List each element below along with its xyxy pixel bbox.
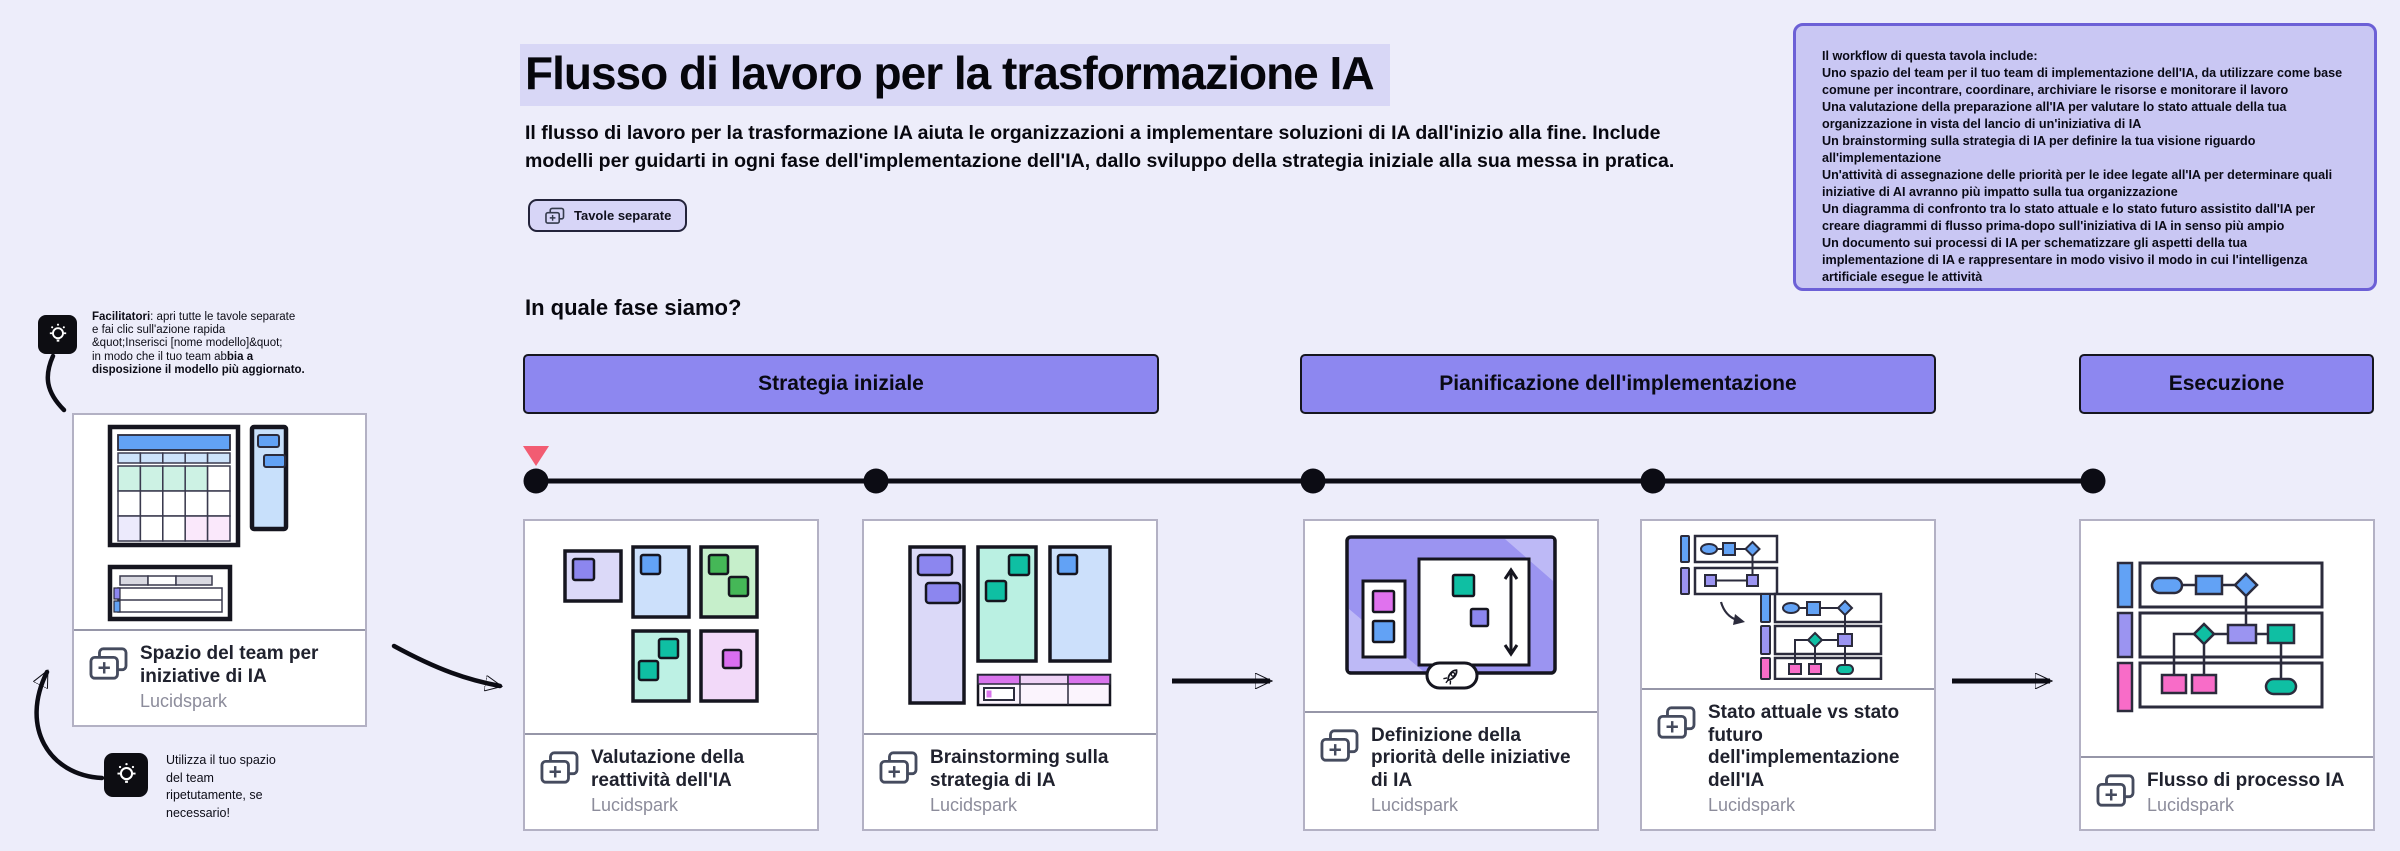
page-title-text: Flusso di lavoro per la trasformazione I… — [520, 44, 1390, 106]
page-title: Flusso di lavoro per la trasformazione I… — [520, 44, 1390, 106]
card-title: Stato attuale vs stato futuro dell'imple… — [1708, 702, 1900, 791]
card-subtitle: Lucidspark — [1708, 795, 1796, 815]
phase-question: In quale fase siamo? — [525, 295, 742, 320]
timeline-dot[interactable] — [2080, 468, 2106, 494]
template-card-brainstorming[interactable]: Brainstorming sulla strategia di IA Luci… — [862, 519, 1158, 831]
info-box-item: Un brainstorming sulla strategia di IA p… — [1822, 134, 2256, 165]
info-box-item: Un'attività di assegnazione delle priori… — [1822, 168, 2333, 199]
current-phase-marker[interactable] — [523, 446, 549, 466]
card-subtitle: Lucidspark — [591, 795, 679, 815]
team-space-card[interactable]: Spazio del team per iniziative di IA Luc… — [72, 413, 367, 727]
info-box-item: Un documento sui processi di IA per sche… — [1822, 236, 2308, 284]
workflow-info-box: Il workflow di questa tavola include: Un… — [1793, 23, 2377, 291]
facilitator-note-bold: disposizione il modello più aggiornato. — [92, 363, 305, 376]
facilitator-to-teamspace-connector — [45, 353, 67, 413]
card-label: Flusso di processo IA Lucidspark — [2081, 758, 2373, 829]
card-title: Brainstorming sulla strategia di IA — [930, 747, 1109, 791]
facilitator-note-text: e fai clic sull'azione rapida — [92, 324, 226, 337]
team-space-card-label: Spazio del team per iniziative di IA Luc… — [74, 631, 365, 725]
facilitator-note-bold: bia a — [226, 350, 254, 363]
template-icon — [545, 207, 565, 224]
facilitator-note-text: : apri tutte le tavole separate — [150, 311, 296, 323]
card-illustration-columns — [864, 521, 1156, 736]
card-subtitle: Lucidspark — [140, 691, 228, 711]
card-title: Flusso di processo IA — [2147, 769, 2345, 791]
card-label: Brainstorming sulla strategia di IA Luci… — [864, 735, 1156, 829]
card-illustration-before-after — [1642, 521, 1934, 691]
teamspace-to-card1-arrow — [391, 643, 500, 686]
team-space-illustration — [74, 415, 365, 632]
card-title: Valutazione della reattività dell'IA — [591, 747, 745, 791]
card-title: Definizione della priorità delle iniziat… — [1371, 724, 1571, 791]
template-card-flusso-processo[interactable]: Flusso di processo IA Lucidspark — [2079, 519, 2375, 831]
template-icon — [1657, 706, 1696, 740]
facilitator-note-lead: Facilitatori — [92, 311, 151, 323]
card-illustration-sticky-notes — [525, 521, 817, 736]
phase-bar-pianificazione[interactable]: Pianificazione dell'implementazione — [1300, 354, 1936, 414]
card-illustration-swimlane-flow — [2081, 521, 2373, 758]
facilitator-note: Facilitatori: apri tutte le tavole separ… — [92, 311, 382, 377]
info-box-item: Uno spazio del team per il tuo team di i… — [1822, 66, 2343, 97]
template-card-stato-attuale-futuro[interactable]: Stato attuale vs stato futuro dell'imple… — [1640, 519, 1936, 831]
facilitator-note-text: in modo che il tuo team ab — [92, 350, 227, 363]
timeline-dot[interactable] — [1640, 468, 1666, 494]
reuse-note: Utilizza il tuo spazio del team ripetuta… — [166, 753, 276, 820]
template-icon — [2096, 774, 2135, 807]
page-description: Il flusso di lavoro per la trasformazion… — [525, 122, 1675, 172]
separate-boards-label: Tavole separate — [574, 208, 672, 223]
card-subtitle: Lucidspark — [2147, 795, 2235, 815]
phase-bar-esecuzione[interactable]: Esecuzione — [2079, 354, 2374, 414]
timeline-dot[interactable] — [863, 468, 889, 494]
info-box-item: Un diagramma di confronto tra lo stato a… — [1822, 202, 2316, 233]
separate-boards-button[interactable]: Tavole separate — [528, 199, 688, 232]
card-illustration-prioritization — [1305, 521, 1597, 713]
info-box-item: Una valutazione della preparazione all'I… — [1822, 100, 2287, 131]
lightbulb-icon — [38, 315, 77, 354]
lightbulb-icon — [104, 753, 148, 797]
card-title: Spazio del team per iniziative di IA — [140, 643, 319, 687]
template-card-valutazione[interactable]: Valutazione della reattività dell'IA Luc… — [523, 519, 819, 831]
template-icon — [540, 751, 579, 784]
timeline-dot[interactable] — [523, 468, 549, 494]
template-icon — [879, 751, 918, 784]
timeline — [523, 446, 2106, 494]
card-label: Stato attuale vs stato futuro dell'imple… — [1642, 690, 1934, 829]
timeline-dot[interactable] — [1300, 468, 1326, 494]
template-card-priorita[interactable]: Definizione della priorità delle iniziat… — [1303, 519, 1599, 831]
card-label: Definizione della priorità delle iniziat… — [1305, 713, 1597, 829]
card-subtitle: Lucidspark — [1371, 795, 1459, 815]
template-icon — [89, 647, 128, 680]
rocket-icon — [1443, 669, 1458, 685]
template-icon — [1320, 729, 1359, 762]
reuse-note-arrow — [37, 672, 105, 781]
facilitator-note-text: &quot;Inserisci [nome modello]&quot; — [92, 337, 283, 350]
card-subtitle: Lucidspark — [930, 795, 1018, 815]
info-box-intro: Il workflow di questa tavola include: — [1822, 49, 2038, 63]
card-label: Valutazione della reattività dell'IA Luc… — [525, 735, 817, 829]
phase-bar-strategia-iniziale[interactable]: Strategia iniziale — [523, 354, 1159, 414]
